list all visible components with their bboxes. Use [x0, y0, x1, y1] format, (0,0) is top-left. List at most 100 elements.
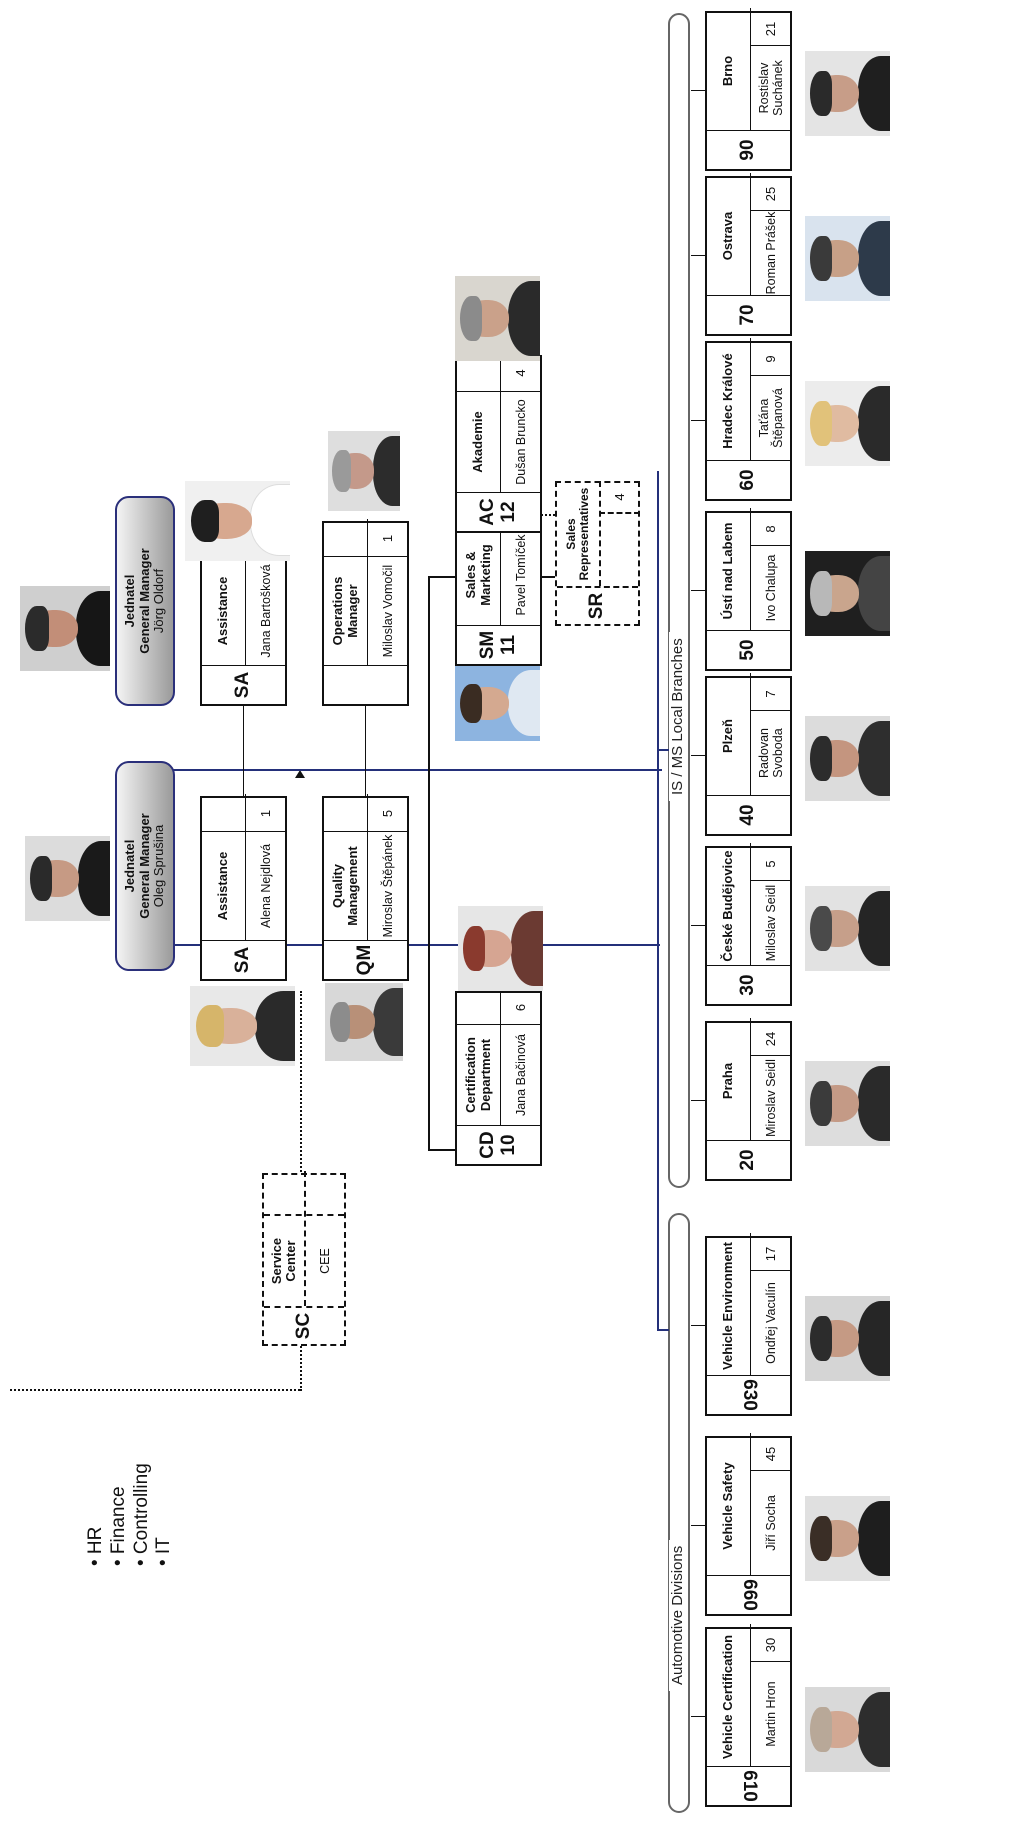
gm2-title: General Manager [136, 548, 152, 654]
om-code [324, 666, 407, 704]
branches-2-count: 7 [763, 690, 779, 698]
gm1-name: Oleg Sprušina [151, 824, 167, 908]
function-hr: HR [85, 1463, 108, 1566]
branches-4-code: 60 [737, 469, 759, 491]
branches-1-count: 5 [763, 860, 779, 868]
sa-right-code: SA [232, 671, 254, 699]
automotive-2-photo [805, 1296, 890, 1381]
ac-title: Akademie [470, 411, 486, 473]
branches-6-connector [691, 90, 705, 91]
local-branches-label: IS / MS Local Branches [669, 632, 686, 801]
branches-6-photo [805, 51, 890, 136]
photo-oleg-sprusina [25, 836, 110, 921]
qm-title: Quality Management [330, 846, 360, 926]
quality-management-box: QM Quality Management Miroslav Štěpánek … [322, 794, 409, 981]
automotive-1-code: 660 [738, 1579, 760, 1611]
sm-name: Pavel Tomíček [513, 534, 528, 616]
automotive-0-count: 30 [763, 1637, 779, 1653]
photo-jana-bacinova [458, 906, 543, 991]
branches-link [657, 749, 669, 751]
photo-jana-bartoskova [185, 481, 290, 561]
gm1-title: General Manager [136, 813, 152, 919]
cd-name: Jana Bačinová [513, 1034, 528, 1117]
branches-5-code: 70 [737, 304, 759, 326]
branches-0-code: 20 [737, 1149, 759, 1171]
automotive-0-name: Martin Hron [763, 1681, 778, 1747]
branches-5-title: Ostrava [720, 211, 736, 261]
function-controlling: Controlling [131, 1463, 154, 1566]
photo-miloslav-vomocil [328, 431, 400, 511]
qm-om-link [365, 706, 366, 796]
sa-right-title: Assistance [215, 576, 231, 646]
divisions-connector [657, 471, 659, 1331]
local-branches-bar [668, 13, 690, 1188]
branches-3-name: Ivo Chalupa [763, 554, 778, 622]
assistance-link [243, 706, 244, 796]
branches-5-count: 25 [763, 186, 779, 202]
sr-title: Sales Representatives [564, 487, 591, 581]
automotive-0-title: Vehicle Certification [720, 1634, 736, 1760]
automotive-2-count: 17 [763, 1246, 779, 1262]
automotive-0-code: 610 [738, 1770, 760, 1802]
cd-code: CD [476, 1131, 498, 1159]
branches-0-title: Praha [720, 1062, 736, 1100]
branches-1-code: 30 [737, 974, 759, 996]
automotive-divisions-label: Automotive Divisions [669, 1539, 686, 1691]
automotive-0-connector [691, 1716, 705, 1717]
branches-1-connector [691, 925, 705, 926]
arrow-head [295, 770, 305, 778]
automotive-2-connector [691, 1325, 705, 1326]
function-it: IT [153, 1463, 176, 1566]
cd-connector [428, 1149, 456, 1151]
automotive-link [657, 1329, 669, 1331]
branches-0-count: 24 [763, 1031, 779, 1047]
ac-number: 12 [497, 501, 519, 523]
ac-name: Dušan Bruncko [513, 399, 528, 485]
automotive-0-photo [805, 1687, 890, 1772]
branches-3-connector [691, 590, 705, 591]
sa-left-count: 1 [258, 809, 274, 818]
sm-title: Sales & Marketing [463, 544, 493, 606]
sm-number: 11 [497, 634, 519, 656]
branches-4-count: 9 [763, 355, 779, 363]
assistance-left-box: SA Assistance Alena Nejdlová 1 [200, 794, 287, 981]
cd-code-cell: CD 10 [457, 1126, 540, 1164]
akademie-box: AC 12 Akademie Dušan Bruncko 4 [455, 353, 542, 533]
dotted-link-sc [10, 1389, 300, 1391]
branches-3-code: 50 [737, 639, 759, 661]
om-name: Miloslav Vomočil [380, 564, 395, 658]
sm-connector [428, 576, 456, 578]
sr-count: 4 [612, 493, 628, 501]
automotive-1-connector [691, 1525, 705, 1526]
branches-3-photo [805, 551, 890, 636]
branches-5-name: Roman Prášek [763, 211, 778, 295]
sc-title: Service Center [268, 1237, 298, 1285]
cd-count: 6 [513, 1003, 529, 1012]
branches-0-name: Miroslav Seidl [763, 1059, 778, 1137]
sa-left-code: SA [232, 946, 254, 974]
branches-6-code: 90 [737, 139, 759, 161]
branches-5-unit-box: 70 Ostrava Roman Prášek 25 [705, 173, 792, 336]
photo-jorg-oldorf [20, 586, 110, 671]
service-center-functions: HR Finance Controlling IT [85, 1463, 176, 1566]
branches-3-count: 8 [763, 525, 779, 533]
branches-4-connector [691, 420, 705, 421]
branches-4-title: Hradec Králové [720, 353, 736, 449]
operations-manager-box: Operations Manager Miloslav Vomočil 1 [322, 519, 409, 706]
branches-6-count: 21 [763, 21, 779, 37]
branches-2-connector [691, 755, 705, 756]
branches-5-connector [691, 255, 705, 256]
branches-1-title: České Budějovice [720, 850, 736, 962]
ac-code: AC [476, 498, 498, 526]
cd-number: 10 [497, 1134, 519, 1156]
automotive-1-name: Jiří Socha [763, 1495, 778, 1551]
automotive-1-photo [805, 1496, 890, 1581]
function-finance: Finance [108, 1463, 131, 1566]
